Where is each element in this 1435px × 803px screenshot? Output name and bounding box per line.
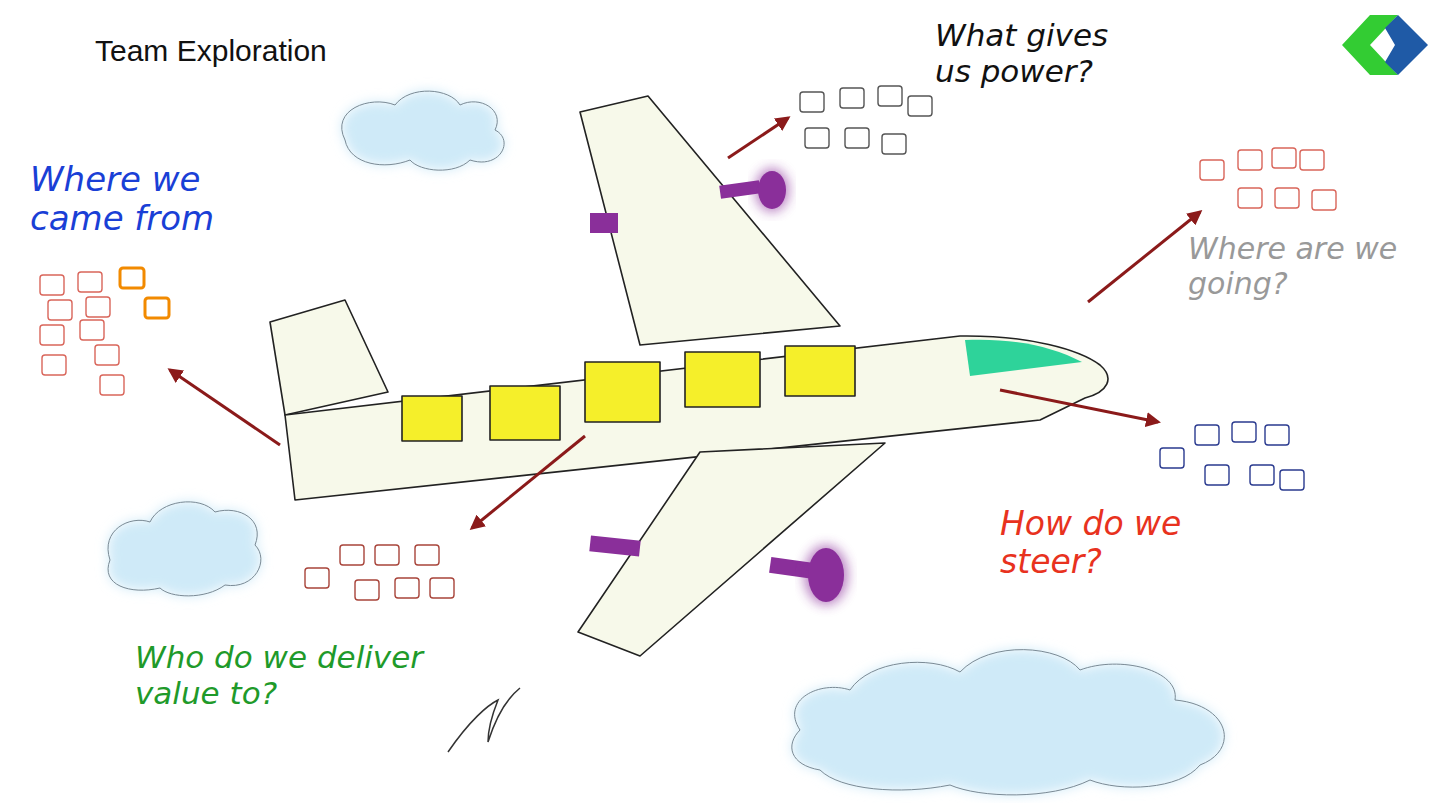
sticky-note <box>800 92 824 112</box>
upper-wing <box>580 96 840 345</box>
title: Team Exploration <box>95 34 327 69</box>
sticky-note <box>1280 470 1304 490</box>
sticky-note <box>878 86 902 106</box>
sticky-note <box>355 580 379 600</box>
sticky-note <box>145 298 169 318</box>
sticky-note <box>100 375 124 395</box>
sticky-note <box>340 545 364 565</box>
question-label: What gives us power? <box>935 18 1145 89</box>
cloud <box>342 91 504 170</box>
sticky-note <box>1200 160 1224 180</box>
sticky-note <box>78 272 102 292</box>
sticky-note <box>845 128 869 148</box>
logo <box>1342 15 1428 75</box>
engine <box>589 168 848 605</box>
sticky-note <box>805 128 829 148</box>
sticky-note <box>1300 150 1324 170</box>
sticky-note <box>1160 448 1184 468</box>
sticky-note <box>395 578 419 598</box>
tail-fin <box>270 300 388 415</box>
sticky-note <box>95 345 119 365</box>
sticky-note <box>1232 422 1256 442</box>
sticky-note <box>1250 465 1274 485</box>
question-label: Where we came from <box>30 160 260 238</box>
cloud <box>792 650 1225 795</box>
sticky-note <box>40 325 64 345</box>
sticky-note <box>48 300 72 320</box>
sticky-note <box>40 275 64 295</box>
sticky-note <box>1265 425 1289 445</box>
airplane <box>270 96 1108 656</box>
sticky-note <box>120 268 144 288</box>
sticky-note <box>415 545 439 565</box>
lower-wing <box>578 443 885 656</box>
sticky-note <box>840 88 864 108</box>
sticky-note <box>42 355 66 375</box>
cockpit <box>965 340 1082 376</box>
sticky-note <box>305 568 329 588</box>
sticky-note <box>1272 148 1296 168</box>
sticky-note <box>1205 465 1229 485</box>
question-label: How do we steer? <box>1000 505 1260 581</box>
question-label: Who do we deliver value to? <box>135 640 515 711</box>
sticky-note <box>1312 190 1336 210</box>
sticky-note <box>375 545 399 565</box>
question-label: Where are we going? <box>1188 232 1428 301</box>
window <box>402 346 855 441</box>
sticky-note <box>1238 188 1262 208</box>
sticky-note <box>1238 150 1262 170</box>
sticky-note <box>1195 425 1219 445</box>
bird <box>448 688 520 752</box>
sticky-note <box>882 134 906 154</box>
sticky-note <box>80 320 104 340</box>
pointer-arrow <box>170 118 1200 528</box>
sticky-note <box>430 578 454 598</box>
cloud <box>108 502 261 596</box>
sticky-note <box>86 297 110 317</box>
sticky-note <box>908 96 932 116</box>
sticky-note <box>1275 188 1299 208</box>
